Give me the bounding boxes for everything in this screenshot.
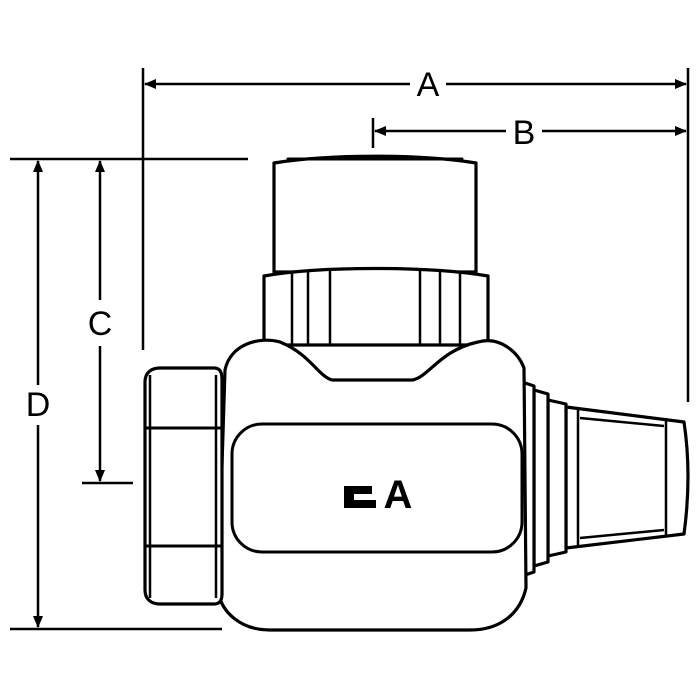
- threaded-connector: [564, 405, 690, 550]
- dimension-label-b: B: [513, 114, 536, 152]
- dimension-label-d: D: [26, 386, 51, 424]
- top-cap: [272, 154, 478, 274]
- dimension-d: D: [26, 160, 51, 628]
- top-hex-nut: [262, 266, 490, 347]
- logo-letter: A: [384, 473, 413, 517]
- left-hex-nut: [143, 366, 224, 606]
- dimension-b: B: [374, 114, 687, 152]
- dimension-a: A: [144, 66, 687, 104]
- dimension-c: C: [88, 160, 113, 482]
- manufacturer-logo: A: [344, 473, 412, 517]
- main-body: [216, 338, 528, 632]
- body-panel: [230, 422, 524, 554]
- dimension-label-c: C: [88, 305, 113, 343]
- connector-collar: [546, 398, 568, 558]
- extension-lines: [10, 68, 690, 631]
- dimension-label-a: A: [417, 66, 440, 104]
- valve-body-drawing: A: [143, 154, 690, 632]
